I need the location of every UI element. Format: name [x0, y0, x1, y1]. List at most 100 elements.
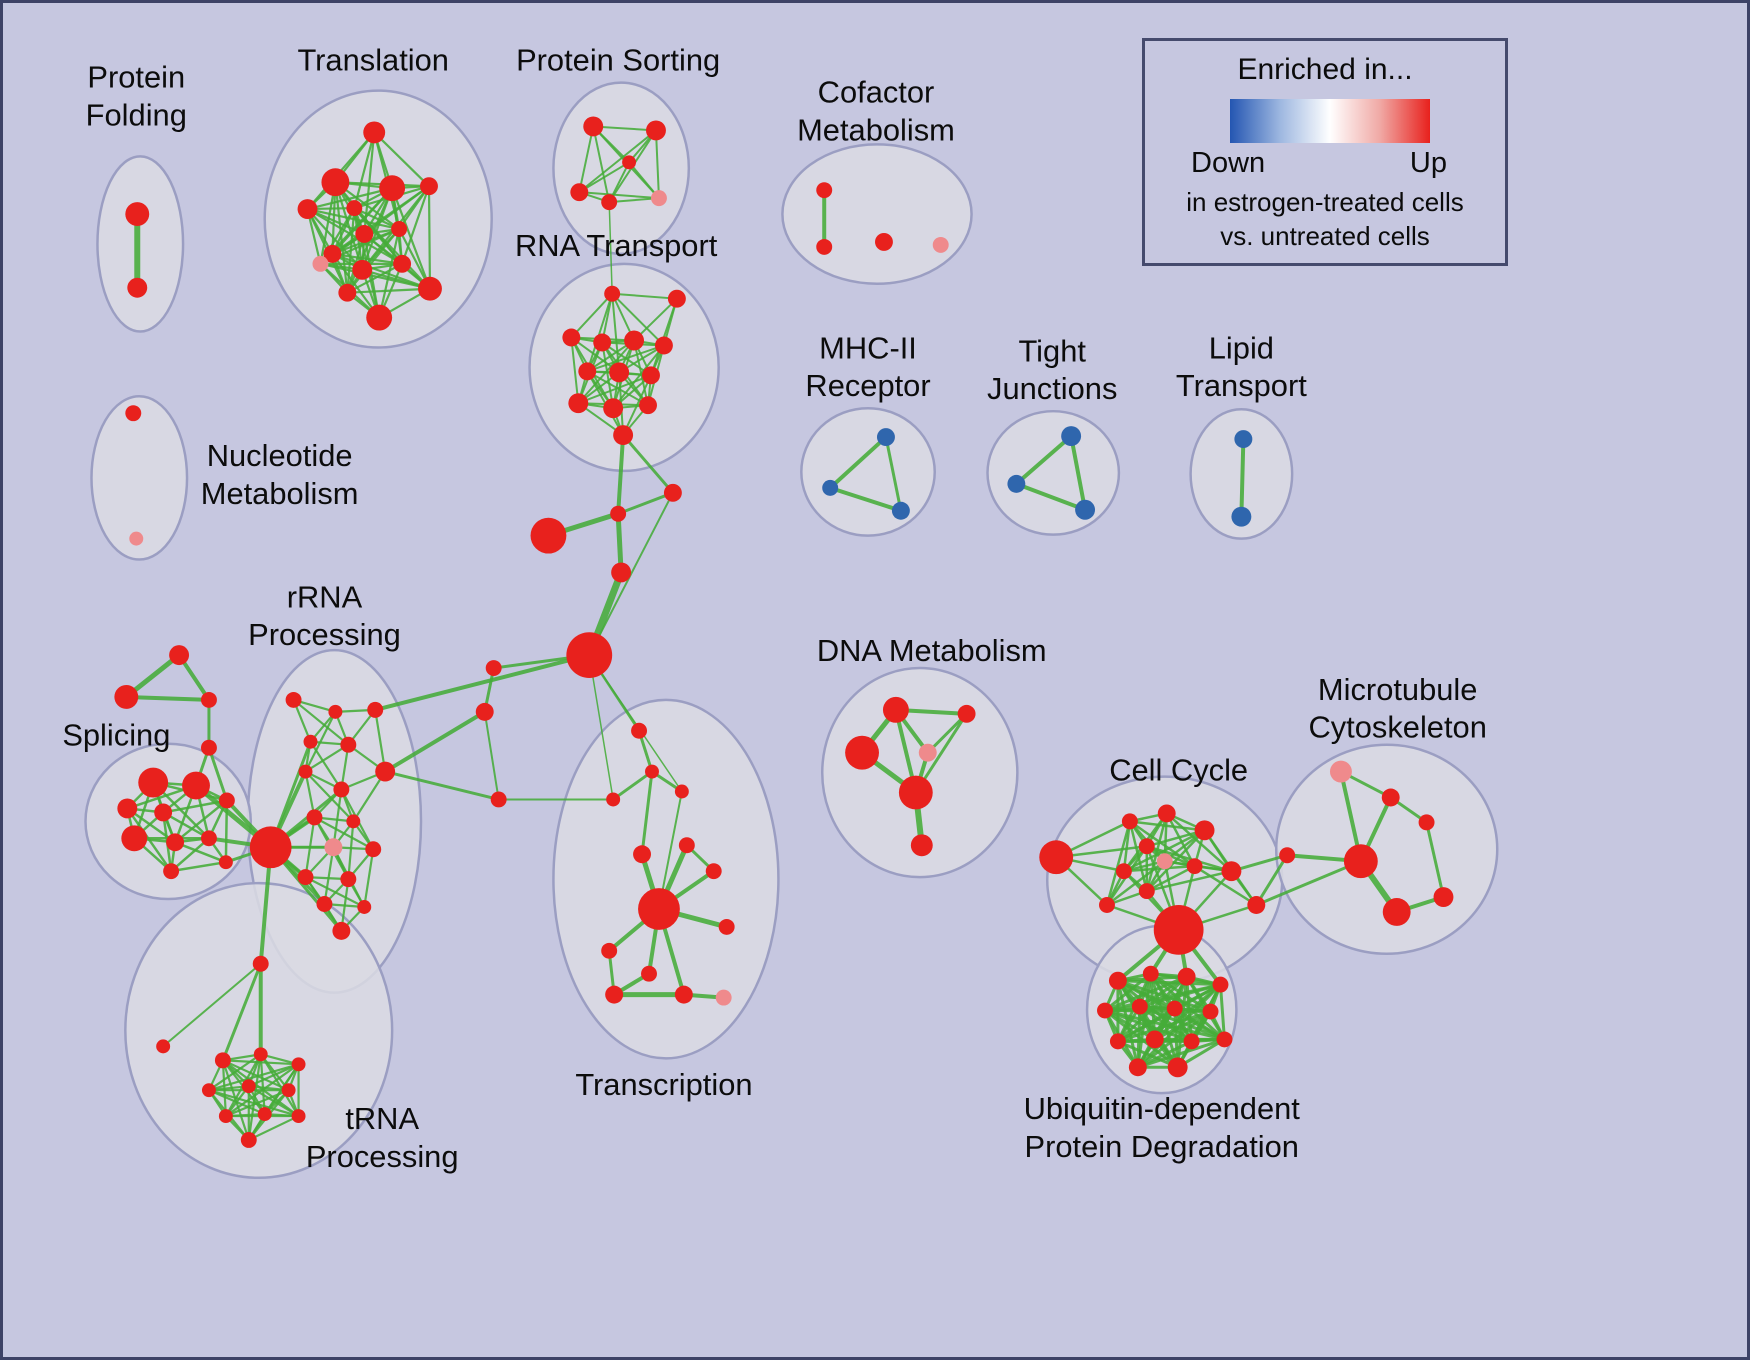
network-node-c5 — [475, 702, 494, 721]
network-edge — [1153, 1010, 1213, 1041]
network-node-ccHub — [1153, 905, 1204, 955]
network-edge — [306, 207, 404, 265]
network-node-dm4 — [918, 743, 937, 762]
network-edge — [331, 252, 432, 290]
network-edge — [309, 740, 343, 791]
network-node-rt2 — [667, 289, 686, 308]
network-node-tx4 — [606, 792, 621, 807]
network-node-ub4 — [1212, 976, 1229, 993]
network-node-bh1 — [530, 517, 567, 554]
network-node-cc7 — [1115, 863, 1132, 880]
network-node-tx13 — [715, 989, 732, 1006]
network-node-dm5 — [898, 775, 933, 810]
network-node-rrH — [333, 781, 350, 798]
network-node-c4 — [485, 660, 502, 677]
cluster-label-rrna: rRNA — [287, 579, 363, 614]
network-edge — [1138, 983, 1222, 1009]
network-edge — [1145, 864, 1196, 893]
network-node-cm1 — [816, 182, 833, 199]
network-edge — [373, 653, 592, 712]
network-node-t8 — [391, 221, 408, 237]
network-node-t15 — [338, 283, 357, 302]
network-edge — [1122, 864, 1196, 873]
network-edge — [654, 129, 660, 200]
cluster-ellipse-tx — [552, 698, 780, 1060]
network-edge — [247, 1085, 300, 1118]
cluster-label-splicing: Splicing — [62, 718, 170, 753]
network-edge — [221, 962, 263, 1062]
network-node-dm1 — [882, 696, 909, 723]
network-node-c2 — [610, 505, 627, 522]
network-edge — [1116, 1039, 1180, 1069]
network-node-ps5 — [650, 190, 667, 207]
network-edge — [169, 837, 211, 873]
network-node-mt1 — [1329, 760, 1352, 783]
cluster-label-trna: Processing — [306, 1139, 459, 1174]
network-node-rrJ — [346, 814, 361, 829]
network-edge — [374, 708, 387, 773]
network-node-tx1 — [631, 722, 648, 739]
network-edge — [1193, 864, 1258, 907]
network-edge — [586, 292, 614, 373]
network-node-rrR — [252, 955, 269, 972]
network-node-rt5 — [624, 330, 645, 351]
network-edge — [601, 341, 615, 410]
network-edge — [304, 743, 350, 773]
cluster-label-tx: Transcription — [575, 1067, 752, 1102]
network-node-ps3 — [570, 183, 589, 202]
network-edge — [207, 746, 229, 802]
network-node-t9 — [323, 244, 342, 263]
cluster-label-ub: Ubiquitin-dependent — [1024, 1091, 1301, 1126]
cluster-label-cc: Cell Cycle — [1109, 753, 1248, 788]
network-node-lt1 — [1234, 430, 1253, 449]
network-edge — [247, 1063, 300, 1088]
network-node-tr7 — [218, 1109, 233, 1124]
cluster-ellipse-cofactor — [781, 143, 973, 286]
network-edge — [578, 191, 660, 200]
network-node-tr2 — [253, 1047, 268, 1062]
network-edge — [592, 125, 611, 204]
network-node-rt9 — [642, 366, 660, 385]
network-node-rt11 — [603, 398, 624, 419]
network-edge — [578, 125, 595, 194]
network-node-txHub — [638, 888, 680, 930]
network-node-st2 — [114, 684, 139, 709]
cluster-ellipse-nm — [90, 395, 189, 561]
network-edge — [1145, 829, 1206, 848]
network-edge — [1103, 975, 1189, 1013]
network-node-tx9 — [601, 942, 618, 959]
network-edge — [353, 206, 401, 231]
network-node-rrQ — [332, 921, 351, 940]
network-node-rt10 — [568, 393, 589, 414]
network-node-rrK — [324, 838, 343, 857]
network-edge — [207, 1053, 262, 1092]
network-node-pf1 — [125, 202, 150, 227]
network-node-sp8 — [200, 830, 217, 847]
cluster-label-lipid: Transport — [1176, 368, 1307, 403]
legend-up-label: Up — [1409, 147, 1447, 179]
legend-caption-line1: in estrogen-treated cells — [1186, 187, 1464, 217]
network-node-t12 — [393, 254, 412, 273]
network-node-sp9 — [163, 863, 180, 880]
network-node-tr4 — [201, 1083, 216, 1098]
network-node-cc6 — [1156, 853, 1173, 870]
network-edge — [346, 262, 404, 294]
network-edge — [124, 694, 211, 702]
network-node-rrC — [367, 701, 384, 718]
network-edge — [332, 788, 343, 849]
network-node-cc9 — [1221, 861, 1242, 882]
network-edge — [224, 1089, 290, 1118]
cluster-label-tj: Tight — [1018, 333, 1086, 368]
network-edge — [1173, 1007, 1226, 1041]
network-edge — [1254, 853, 1289, 907]
network-node-rrP — [357, 900, 372, 914]
legend-box: Enriched in... Down Up in estrogen-treat… — [1142, 38, 1508, 266]
network-node-sp1 — [138, 767, 169, 798]
network-edge — [1105, 820, 1132, 907]
network-node-ps2 — [646, 120, 666, 141]
network-edge — [1116, 1010, 1213, 1043]
network-node-t3 — [297, 199, 318, 220]
network-node-rt13 — [613, 425, 634, 446]
